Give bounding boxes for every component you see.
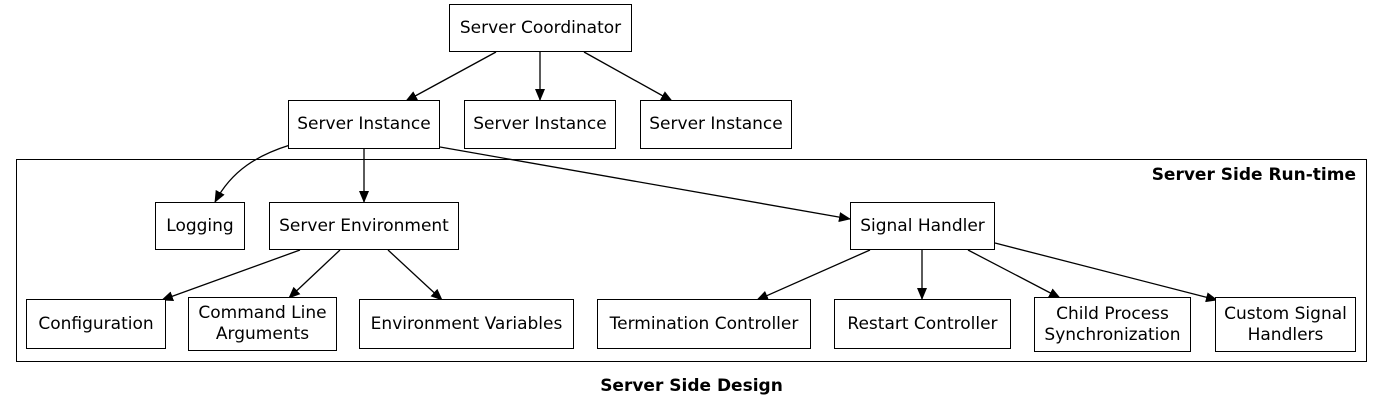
node-server-instance-1[interactable]: Server Instance: [288, 100, 440, 149]
runtime-cluster: Server Side Run-time: [16, 159, 1367, 362]
edge-signal-to-termination: [756, 249, 871, 301]
node-environment-variables[interactable]: Environment Variables: [359, 299, 574, 349]
node-restart-controller[interactable]: Restart Controller: [834, 299, 1011, 349]
edge-coordinator-to-instance-1: [405, 51, 497, 102]
edge-environment-to-env-vars: [387, 249, 443, 301]
runtime-cluster-label: Server Side Run-time: [1151, 165, 1356, 185]
node-configuration[interactable]: Configuration: [26, 299, 166, 349]
edge-coordinator-to-instance-3: [583, 51, 673, 102]
edge-signal-to-custom-signal: [994, 242, 1218, 303]
node-signal-handler[interactable]: Signal Handler: [850, 202, 995, 250]
node-server-instance-2[interactable]: Server Instance: [464, 100, 616, 149]
node-termination-controller[interactable]: Termination Controller: [597, 299, 811, 349]
node-server-environment[interactable]: Server Environment: [269, 202, 459, 250]
node-custom-signal-handlers[interactable]: Custom Signal Handlers: [1215, 297, 1356, 352]
node-child-process-synchronization[interactable]: Child Process Synchronization: [1034, 297, 1191, 352]
edge-environment-to-command-line: [288, 249, 341, 299]
edge-signal-to-child-sync: [967, 249, 1061, 299]
node-logging[interactable]: Logging: [155, 202, 245, 250]
edge-instance-to-logging: [214, 144, 291, 203]
edge-environment-to-configuration: [161, 249, 301, 301]
node-server-instance-3[interactable]: Server Instance: [640, 100, 792, 149]
node-server-coordinator[interactable]: Server Coordinator: [449, 4, 632, 52]
node-command-line-arguments[interactable]: Command Line Arguments: [188, 297, 337, 351]
diagram-caption: Server Side Design: [600, 376, 783, 396]
